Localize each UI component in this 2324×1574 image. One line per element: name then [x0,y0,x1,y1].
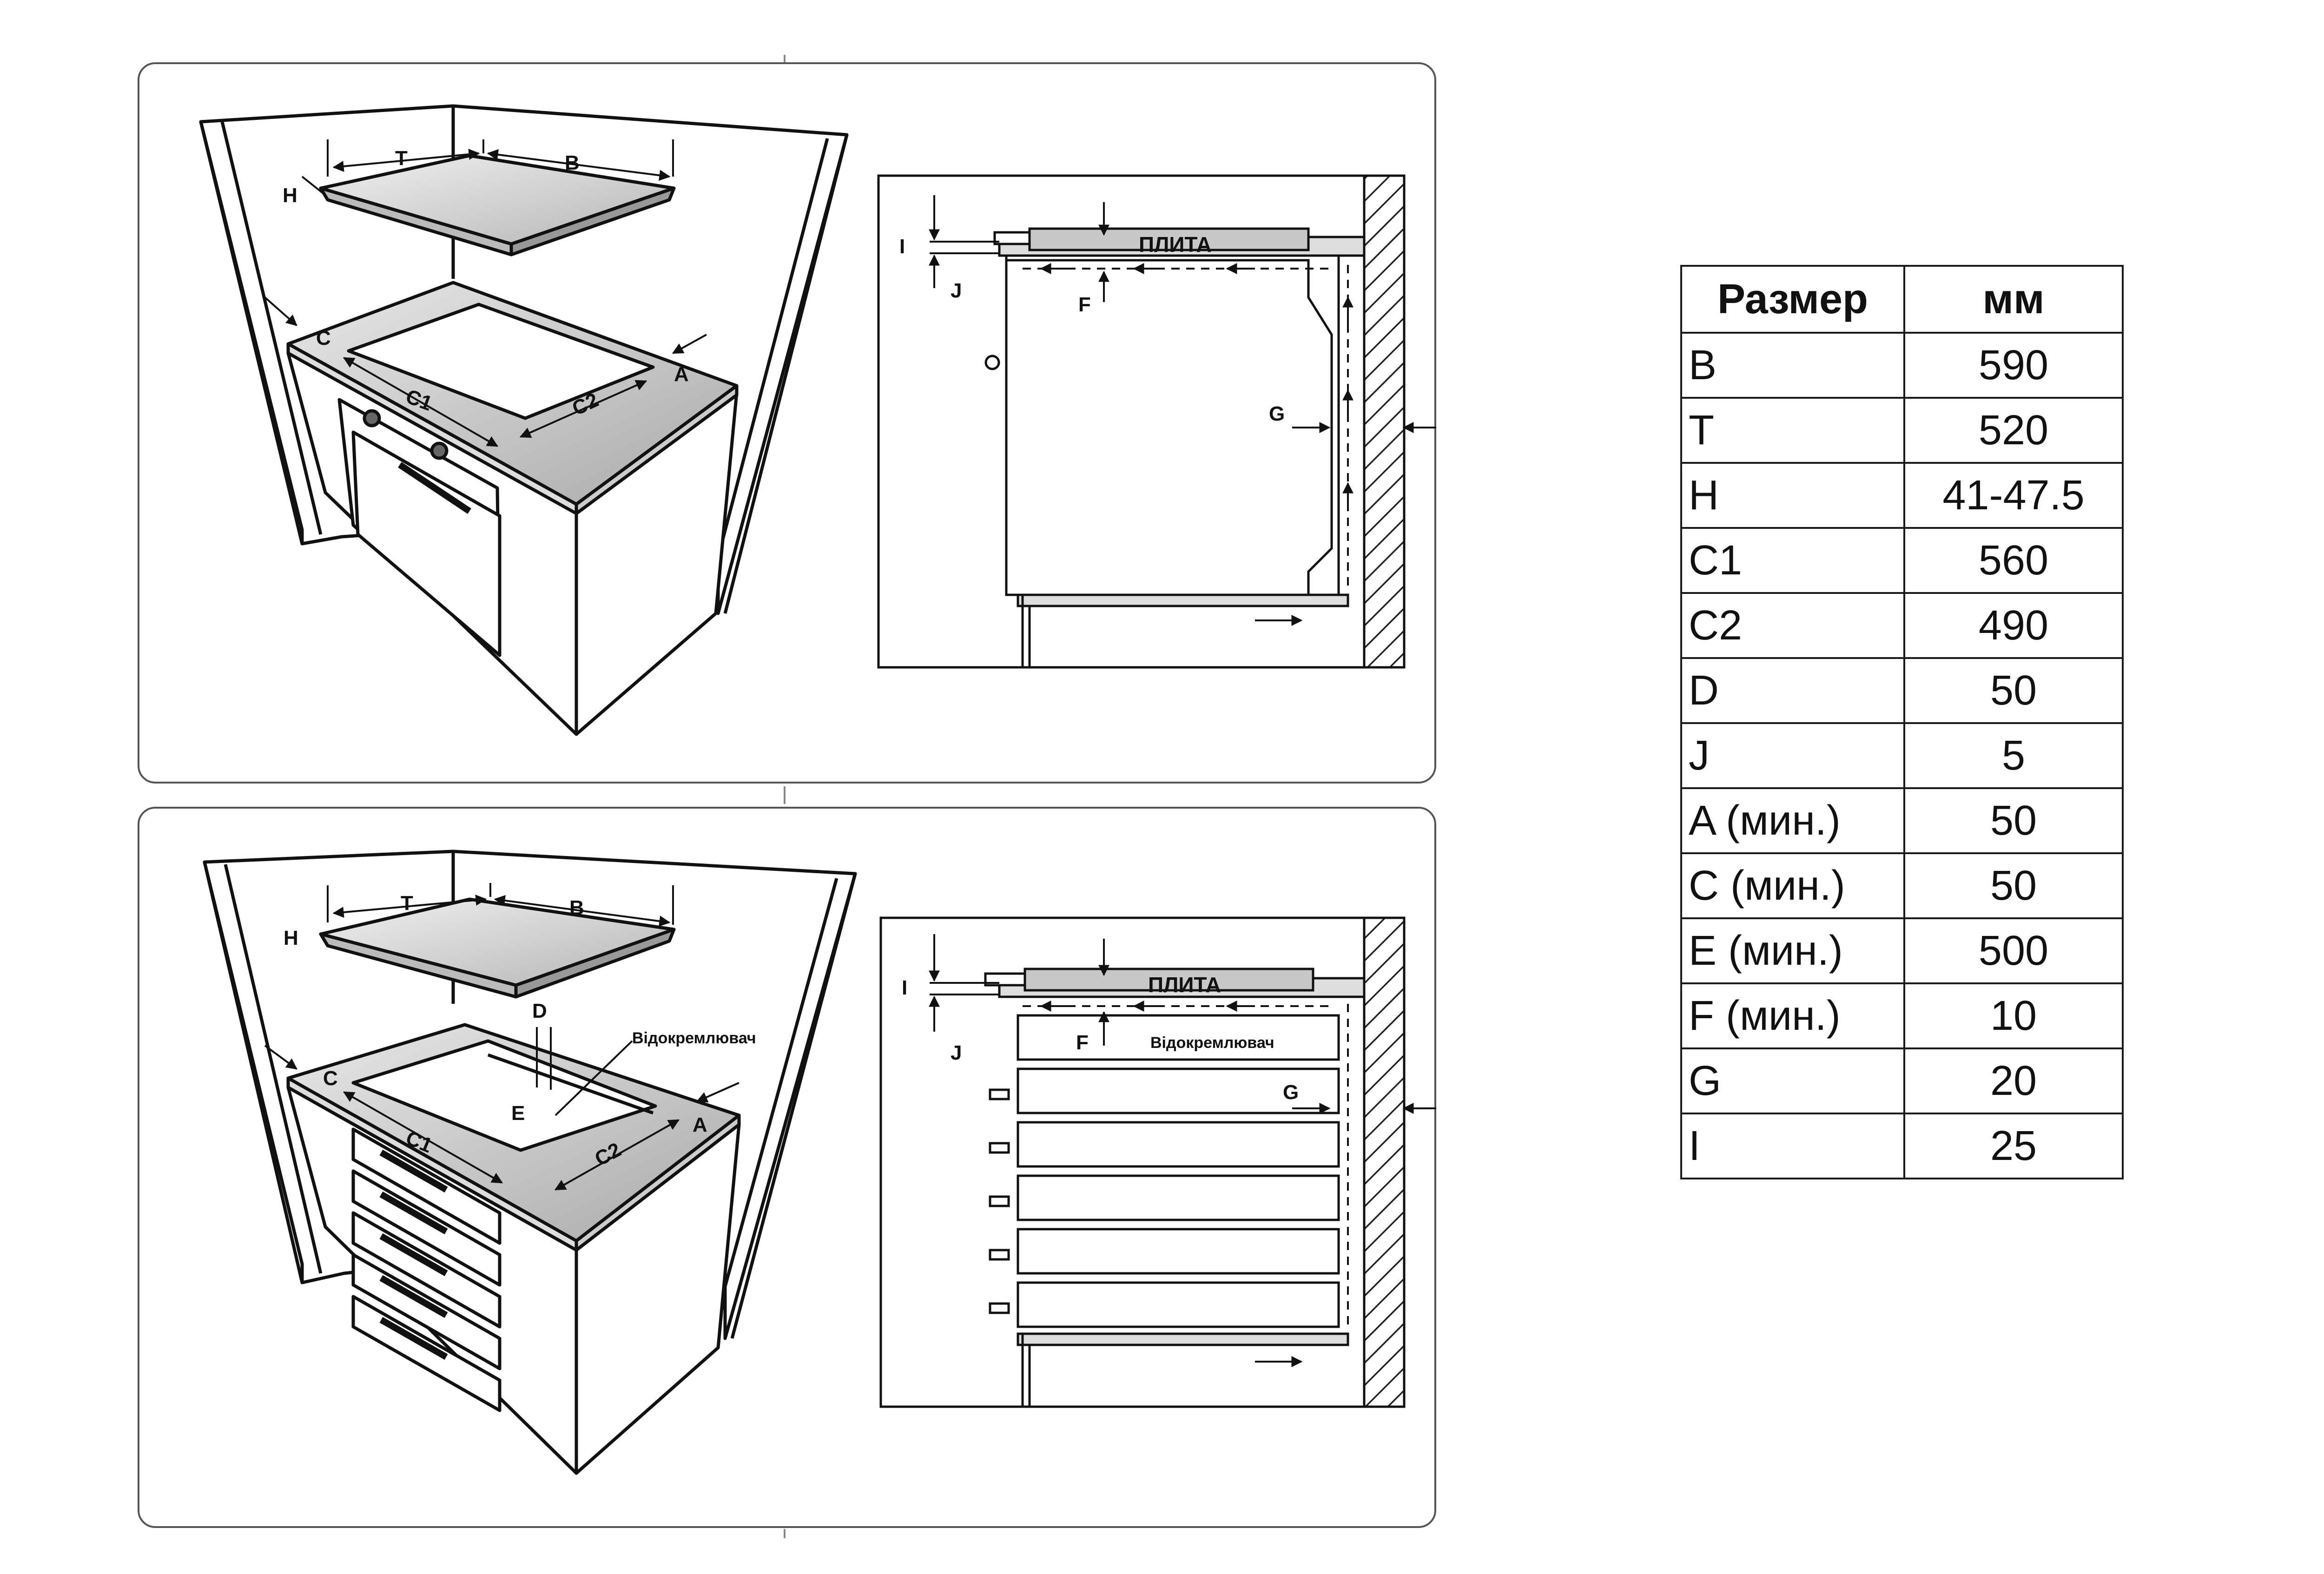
section-label-i-bottom: I [902,976,907,999]
panel-top-frame [138,62,1436,784]
row-value: 25 [1903,1113,2124,1179]
plate-label-bottom: ПЛИТА [1148,973,1221,997]
row-value: 590 [1903,332,2124,399]
dim-label-a-bottom: A [693,1113,707,1136]
dim-label-t: T [395,147,408,170]
separator-label: Відокремлювач [632,1029,756,1047]
header-unit: мм [1903,265,2124,334]
row-value: 500 [1903,917,2124,984]
row-value: 490 [1903,592,2124,659]
row-value: 5 [1903,722,2124,789]
row-key: J [1680,722,1905,789]
dim-label-c-bottom: C [323,1067,338,1090]
row-key: T [1680,397,1905,464]
section-label-j: J [951,279,962,302]
wall-hatch-bottom [1363,916,1406,1408]
table-row: C (мин.)50 [1680,852,2124,919]
table-row: A (мин.)50 [1680,787,2124,854]
wall-hatch [1363,174,1406,669]
cabinet-oven-illustration [199,104,849,736]
section-label-f: F [1078,293,1091,316]
dim-label-b: B [565,151,580,174]
dim-label-d-bottom: D [532,1000,547,1022]
row-value: 10 [1903,982,2124,1049]
dimension-table-header: Размер мм [1680,265,2124,334]
row-key: C (мин.) [1680,852,1905,919]
row-value: 50 [1903,787,2124,854]
section-label-g: G [1269,402,1285,425]
row-key: E (мин.) [1680,917,1905,984]
row-value: 50 [1903,657,2124,724]
dim-label-h: H [283,184,297,207]
dim-label-t-bottom: T [401,892,413,915]
section-label-j-bottom: J [951,1041,962,1064]
cabinet-dimension-lines [264,139,707,447]
section-label-i: I [899,235,905,258]
section-label-f-bottom: F [1076,1031,1089,1054]
row-key: D [1680,657,1905,724]
row-value: 20 [1903,1047,2124,1114]
cross-section-oven: ПЛИТА I J F G [877,174,1436,669]
dim-label-c: C [316,327,331,349]
panel-bottom-frame [138,807,1436,1528]
panel-top: T B H C A C1 C2 [138,62,1436,784]
row-value: 560 [1903,527,2124,594]
section-label-g-bottom: G [1283,1081,1299,1104]
row-key: C1 [1680,527,1905,594]
row-value: 520 [1903,397,2124,464]
panel-bottom: T B H C A D E C1 C2 Відокремлювач [138,807,1436,1528]
row-value: 41-47.5 [1903,462,2124,529]
table-row: F (мин.)10 [1680,982,2124,1049]
table-row: E (мин.)500 [1680,917,2124,984]
header-size: Размер [1680,265,1905,334]
dim-label-b-bottom: B [569,896,584,919]
row-key: I [1680,1113,1905,1179]
row-key: C2 [1680,592,1905,659]
cross-section-drawers: ПЛИТА I J F G Відокремлювач [879,916,1436,1408]
row-value: 50 [1903,852,2124,919]
row-key: H [1680,462,1905,529]
cabinet-drawers-dimension-lines [264,883,739,1191]
dim-label-h-bottom: H [284,927,298,949]
plate-label: ПЛИТА [1139,232,1212,257]
row-key: G [1680,1047,1905,1114]
separator-label-section: Відокремлювач [1150,1034,1274,1052]
dim-label-a: A [674,363,689,386]
cabinet-drawers-illustration [203,850,857,1475]
row-key: F (мин.) [1680,982,1905,1049]
row-key: B [1680,332,1905,399]
row-key: A (мин.) [1680,787,1905,854]
dim-label-e-bottom: E [511,1102,525,1125]
